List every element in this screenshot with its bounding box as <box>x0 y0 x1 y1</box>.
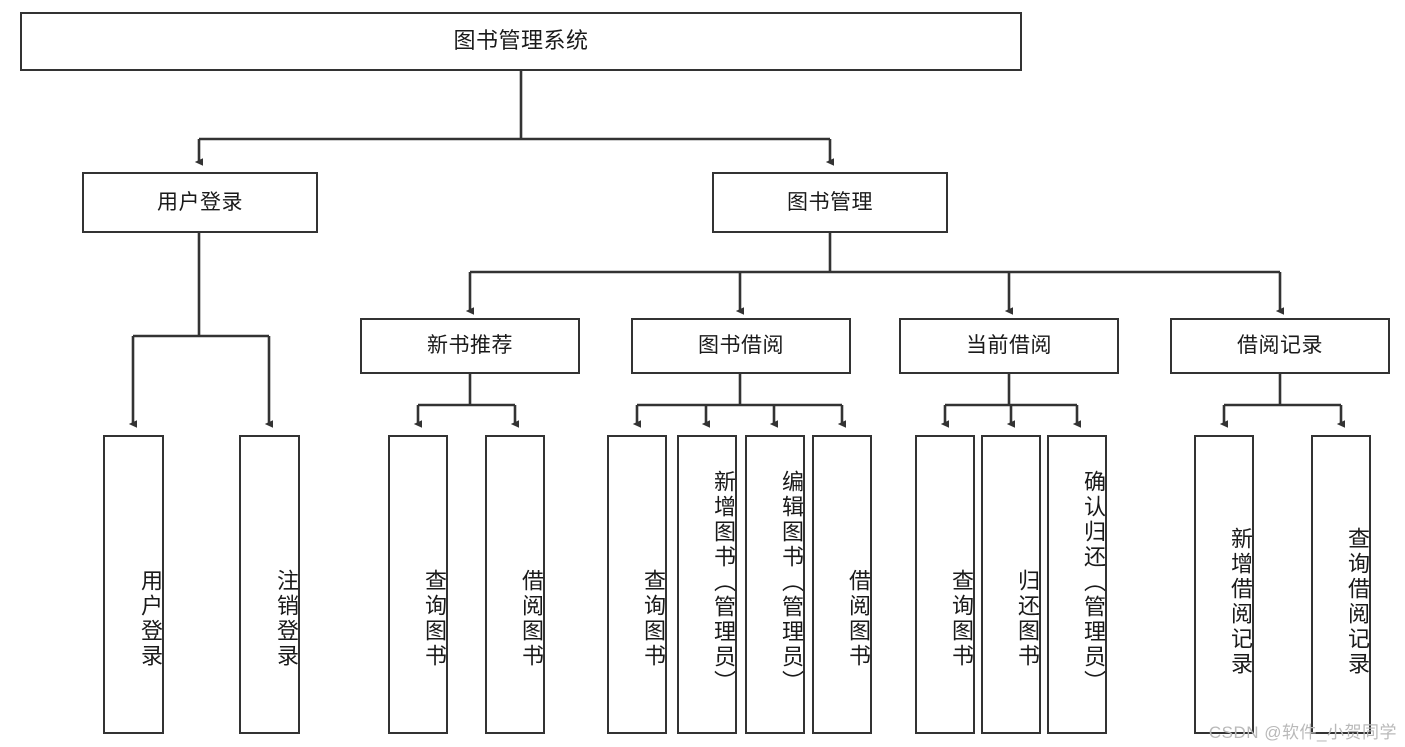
node-label: 归还图书 <box>1015 568 1040 669</box>
node-label: 用户登录 <box>138 568 163 669</box>
node-label: 当前借阅 <box>966 334 1052 358</box>
node-label: 图书借阅 <box>698 334 784 358</box>
node-label: 查询图书 <box>641 568 666 669</box>
node-leaf-query-record[interactable]: 查询借阅记录 <box>1311 435 1371 734</box>
node-leaf-add-record[interactable]: 新增借阅记录 <box>1194 435 1254 734</box>
node-leaf-borrow-book-2[interactable]: 借阅图书 <box>812 435 872 734</box>
node-label: 新书推荐 <box>427 334 513 358</box>
node-user-login[interactable]: 用户登录 <box>82 172 318 233</box>
node-leaf-borrow-book-1[interactable]: 借阅图书 <box>485 435 545 734</box>
node-leaf-return-book[interactable]: 归还图书 <box>981 435 1041 734</box>
node-label: 图书管理 <box>787 190 873 214</box>
node-leaf-user-logout[interactable]: 注销登录 <box>239 435 300 734</box>
node-leaf-query-book-2[interactable]: 查询图书 <box>607 435 667 734</box>
node-current-borrow[interactable]: 当前借阅 <box>899 318 1119 374</box>
node-book-manage[interactable]: 图书管理 <box>712 172 948 233</box>
node-label: 借阅图书 <box>846 568 871 669</box>
node-label: 注销登录 <box>274 568 299 669</box>
node-leaf-query-book-1[interactable]: 查询图书 <box>388 435 448 734</box>
node-label: 新增借阅记录 <box>1228 526 1253 677</box>
node-leaf-edit-book[interactable]: 编辑图书（管理员） <box>745 435 805 734</box>
node-label: 查询图书 <box>422 568 447 669</box>
node-borrow-record[interactable]: 借阅记录 <box>1170 318 1390 374</box>
node-leaf-confirm-return[interactable]: 确认归还（管理员） <box>1047 435 1107 734</box>
node-label: 编辑图书（管理员） <box>779 470 804 695</box>
node-new-book-recommend[interactable]: 新书推荐 <box>360 318 580 374</box>
node-root-book-management-system[interactable]: 图书管理系统 <box>20 12 1022 71</box>
node-book-borrow[interactable]: 图书借阅 <box>631 318 851 374</box>
node-label: 图书管理系统 <box>453 28 589 54</box>
node-label: 查询借阅记录 <box>1345 526 1370 677</box>
node-label: 借阅记录 <box>1237 334 1323 358</box>
node-leaf-user-login[interactable]: 用户登录 <box>103 435 164 734</box>
node-label: 确认归还（管理员） <box>1081 470 1106 695</box>
node-leaf-add-book[interactable]: 新增图书（管理员） <box>677 435 737 734</box>
node-leaf-query-book-3[interactable]: 查询图书 <box>915 435 975 734</box>
node-label: 新增图书（管理员） <box>711 470 736 695</box>
node-label: 查询图书 <box>949 568 974 669</box>
watermark-credit: CSDN @软件_小贺同学 <box>1208 723 1397 742</box>
node-label: 用户登录 <box>157 190 243 214</box>
node-label: 借阅图书 <box>519 568 544 669</box>
